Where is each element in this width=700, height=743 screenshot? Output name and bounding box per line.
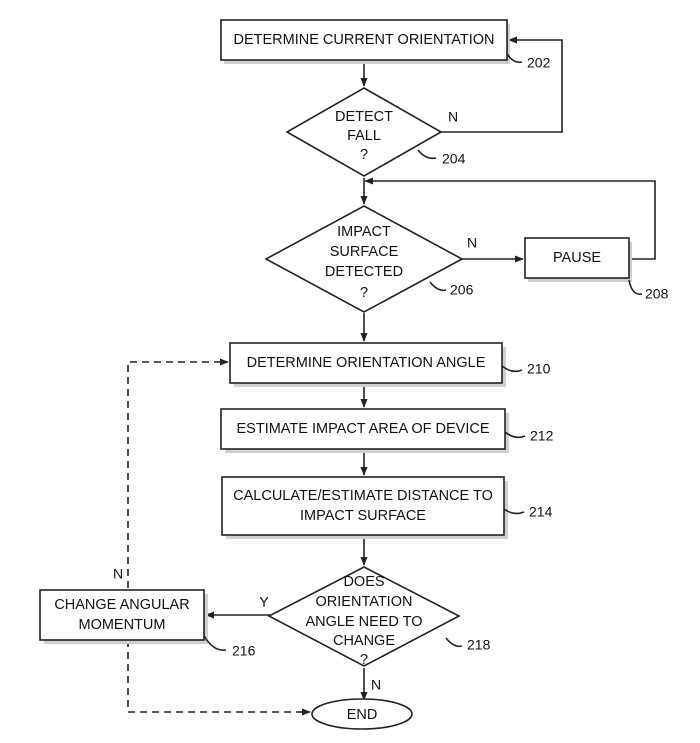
node-206-label-line-3: DETECTED: [325, 264, 403, 280]
ref-212: 212: [530, 428, 554, 444]
ref-206: 206: [450, 282, 474, 298]
node-218-label-line-1: DOES: [343, 574, 384, 590]
label-surface-no: N: [467, 235, 477, 251]
ref-204: 204: [442, 151, 466, 167]
node-206-label-line-2: SURFACE: [330, 244, 399, 260]
ref-208: 208: [645, 286, 669, 302]
label-loop-no: N: [113, 566, 123, 582]
node-214-label-line-1: CALCULATE/ESTIMATE DISTANCE TO: [233, 488, 493, 504]
label-fall-no: N: [448, 109, 458, 125]
node-204-label-line-2: FALL: [347, 128, 381, 144]
ref-206-leader: [429, 281, 447, 292]
node-202-label: DETERMINE CURRENT ORIENTATION: [233, 32, 494, 48]
ref-202: 202: [527, 55, 551, 71]
ref-218: 218: [467, 637, 491, 653]
label-change-yes: Y: [259, 594, 269, 610]
ref-210-leader: [501, 365, 523, 373]
edge-204-no-to-202: [441, 36, 563, 133]
node-end-label: END: [347, 707, 378, 723]
node-204-label-line-1: DETECT: [335, 109, 393, 125]
ref-202-leader: [506, 53, 523, 64]
node-218-label-line-5: ?: [360, 652, 368, 668]
node-216-label-line-1: CHANGE ANGULAR: [54, 597, 189, 613]
node-214-label-line-2: IMPACT SURFACE: [300, 508, 426, 524]
node-210: DETERMINE ORIENTATION ANGLE: [229, 342, 506, 387]
ref-204-leader: [417, 149, 437, 160]
node-212-label: ESTIMATE IMPACT AREA OF DEVICE: [237, 421, 490, 437]
ref-214: 214: [529, 504, 553, 520]
node-208-label: PAUSE: [553, 250, 601, 266]
edge-216-no-to-210: [127, 358, 229, 588]
ref-218-leader: [445, 637, 463, 648]
node-206-label-line-1: IMPACT: [337, 224, 391, 240]
node-218-label-line-4: CHANGE: [333, 633, 395, 649]
ref-216-leader: [203, 635, 227, 652]
node-end: END: [311, 698, 413, 730]
node-218: DOES ORIENTATION ANGLE NEED TO CHANGE ?: [267, 566, 461, 668]
edge-208-to-206: [364, 177, 656, 260]
node-206-label-line-4: ?: [360, 285, 368, 301]
node-210-label: DETERMINE ORIENTATION ANGLE: [247, 355, 486, 371]
node-216-label-line-2: MOMENTUM: [79, 617, 166, 633]
ref-210: 210: [527, 361, 551, 377]
node-216: CHANGE ANGULAR MOMENTUM: [39, 589, 208, 644]
ref-214-leader: [503, 508, 525, 515]
edge-216-to-end: [127, 640, 311, 716]
node-218-label-line-3: ANGLE NEED TO: [305, 614, 422, 630]
ref-212-leader: [504, 431, 526, 439]
node-214: CALCULATE/ESTIMATE DISTANCE TO IMPACT SU…: [221, 476, 508, 539]
label-change-no: N: [371, 677, 381, 693]
node-218-label-line-2: ORIENTATION: [316, 594, 413, 610]
ref-208-leader: [628, 279, 643, 296]
node-202: DETERMINE CURRENT ORIENTATION: [220, 19, 510, 64]
node-212: ESTIMATE IMPACT AREA OF DEVICE: [220, 408, 509, 453]
node-204-label-line-3: ?: [360, 147, 368, 163]
node-204: DETECT FALL ?: [285, 87, 443, 177]
node-208: PAUSE: [524, 237, 632, 282]
ref-216: 216: [232, 643, 256, 659]
node-206: IMPACT SURFACE DETECTED ?: [264, 205, 464, 313]
